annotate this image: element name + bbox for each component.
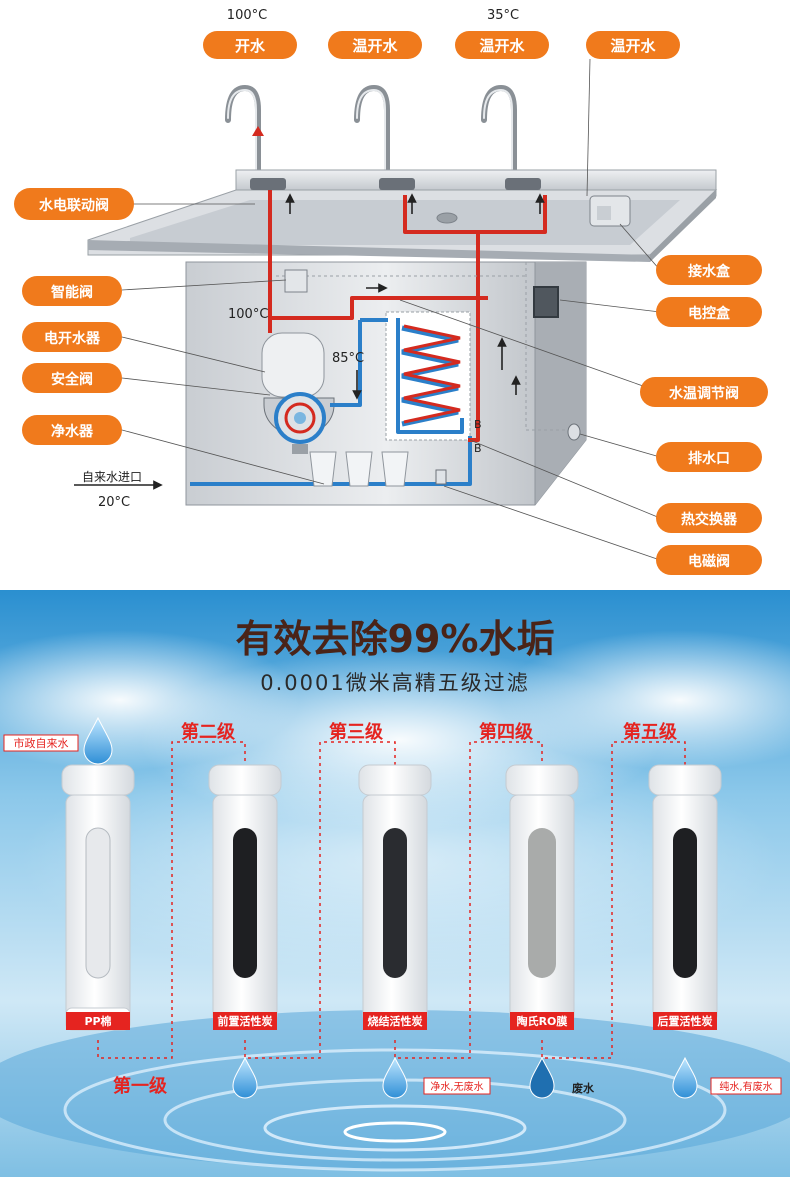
output-drop-icon-1 [232,1056,258,1099]
tap-valves [250,178,541,190]
filter-3: 烧结活性炭 [358,764,432,1030]
right-label-4: 排水口 [688,450,730,467]
electric-control-box [533,286,559,318]
output-drop-icon-3 [529,1056,555,1099]
left-label-pill-5: 净水器 [22,415,122,445]
left-label-pill-2: 智能阀 [22,276,122,306]
flow-path [97,741,686,1059]
electric-boiler [261,332,335,454]
tap-label-2: 温开水 [352,37,398,55]
left-label-pill-3: 电开水器 [22,322,122,352]
filter-label-3: 烧结活性炭 [368,1014,423,1028]
left-label-5: 净水器 [51,423,94,440]
hot-steam-arrow [252,126,264,136]
stage-label-1: 第一级 [113,1075,168,1097]
filter-label-1: PP棉 [84,1014,111,1028]
right-label-pill-2: 电控盒 [656,297,762,327]
stage-label-3: 第三级 [329,721,384,743]
right-label-pill-5: 热交换器 [656,503,762,533]
right-label-pill-4: 排水口 [656,442,762,472]
source-label: 市政自来水 [14,736,69,750]
filter-4: 陶氏RO膜 [505,764,579,1030]
source-label-group: 市政自来水 [3,734,79,752]
tap-label-1: 开水 [235,37,266,55]
filter-2: 前置活性炭 [208,764,282,1030]
water-collection-box [589,195,631,227]
inner-temp-85: 85°C [332,351,364,366]
source-water-drop-icon [83,716,113,765]
headline: 有效去除99%水垢 [236,617,555,661]
temp-header-left: 100°C [227,8,267,23]
subtitle: 0.0001微米高精五级过滤 [260,671,529,695]
solenoid-valve [435,469,447,485]
right-label-pill-1: 接水盒 [656,255,762,285]
output-label-1: 净水,无废水 [430,1080,483,1093]
leader-lines [121,58,661,561]
filter-label-4: 陶氏RO膜 [517,1014,568,1028]
right-label-pill-6: 电磁阀 [656,545,762,575]
right-label-5: 热交换器 [681,511,738,528]
smart-valve [284,269,308,293]
tap-label-pill-2: 温开水 [328,31,422,59]
right-label-pill-3: 水温调节阀 [640,377,768,407]
temp-header-right: 35°C [487,8,519,23]
inlet-label: 自来水进口 [82,470,142,484]
faucets-highlight [227,88,513,186]
right-label-2: 电控盒 [688,305,731,322]
purifier-filters [309,451,409,487]
b-mark-2: B [474,442,482,455]
flow-arrows [74,193,545,490]
output-label-3: 纯水,有废水 [719,1080,772,1093]
sink-drain [436,212,458,224]
output-label-2: 废水 [572,1081,595,1095]
stage-label-2: 第二级 [181,721,236,743]
left-label-3: 电开水器 [44,330,101,347]
hot-water-pipes [268,190,547,442]
inner-temp-100: 100°C [228,307,268,322]
tap-label-3: 温开水 [479,37,525,55]
sink-front-lip [88,240,650,262]
filter-label-5: 后置活性炭 [658,1014,713,1028]
left-label-pill-1: 水电联动阀 [14,188,134,220]
right-label-6: 电磁阀 [688,553,730,570]
tap-label-pill-3: 温开水 [455,31,549,59]
b-mark-1: B [474,418,482,431]
inlet-temp: 20°C [98,495,130,510]
left-label-2: 智能阀 [50,284,93,301]
filter-5: 后置活性炭 [648,764,722,1030]
left-label-pill-4: 安全阀 [22,363,122,393]
heat-exchanger-coil [401,324,461,427]
right-label-1: 接水盒 [688,263,731,280]
output-drop-icon-2 [382,1056,408,1099]
filter-label-2: 前置活性炭 [218,1014,273,1028]
tap-label-pill-1: 开水 [203,31,297,59]
left-label-1: 水电联动阀 [39,197,109,214]
output-drop-icon-4 [672,1056,698,1099]
stage-label-4: 第四级 [479,721,534,743]
dashed-lines [276,262,570,431]
sink-right-edge [650,190,716,262]
left-label-4: 安全阀 [51,371,93,388]
drain-outlet [567,423,581,441]
output-label-group-3: 纯水,有废水 [710,1077,782,1095]
tap-label-pill-4: 温开水 [586,31,680,59]
right-label-3: 水温调节阀 [669,385,739,402]
stage-label-5: 第五级 [623,721,678,743]
filter-1: PP棉 [61,764,135,1031]
cold-water-pipes [190,318,472,486]
cabinet-side [535,262,586,505]
tap-label-4: 温开水 [610,37,656,55]
output-label-group-1: 净水,无废水 [423,1077,491,1095]
